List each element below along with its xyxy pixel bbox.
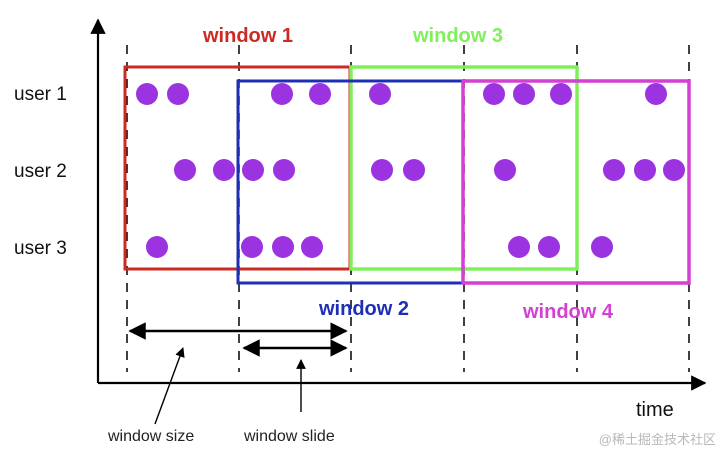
event-dot	[603, 159, 625, 181]
watermark: @稀土掘金技术社区	[599, 432, 716, 447]
event-dot	[663, 159, 685, 181]
event-dot	[309, 83, 331, 105]
window-1-label: window 1	[202, 25, 293, 47]
event-dot	[271, 83, 293, 105]
event-dot	[272, 236, 294, 258]
event-dot	[494, 159, 516, 181]
window-4-label: window 4	[522, 301, 614, 323]
event-dot	[369, 83, 391, 105]
event-dots	[136, 83, 685, 258]
event-dot	[241, 236, 263, 258]
event-dot	[538, 236, 560, 258]
window-2-label: window 2	[318, 298, 409, 320]
event-dot	[213, 159, 235, 181]
user-2-label: user 2	[14, 161, 67, 182]
event-dot	[273, 159, 295, 181]
window-4-box	[461, 79, 691, 285]
event-dot	[634, 159, 656, 181]
event-dot	[550, 83, 572, 105]
window-slide-label: window slide	[243, 428, 335, 445]
user-1-label: user 1	[14, 84, 67, 105]
event-dot	[483, 83, 505, 105]
event-dot	[301, 236, 323, 258]
event-dot	[645, 83, 667, 105]
event-dot	[136, 83, 158, 105]
user-3-label: user 3	[14, 238, 67, 259]
event-dot	[167, 83, 189, 105]
window-size-label: window size	[107, 428, 194, 445]
window-size-pointer	[154, 347, 185, 425]
time-axis-label: time	[636, 399, 674, 421]
event-dot	[174, 159, 196, 181]
window-3-label: window 3	[412, 25, 503, 47]
event-dot	[146, 236, 168, 258]
event-dot	[371, 159, 393, 181]
event-dot	[513, 83, 535, 105]
event-dot	[591, 236, 613, 258]
event-dot	[242, 159, 264, 181]
event-dot	[403, 159, 425, 181]
event-dot	[508, 236, 530, 258]
